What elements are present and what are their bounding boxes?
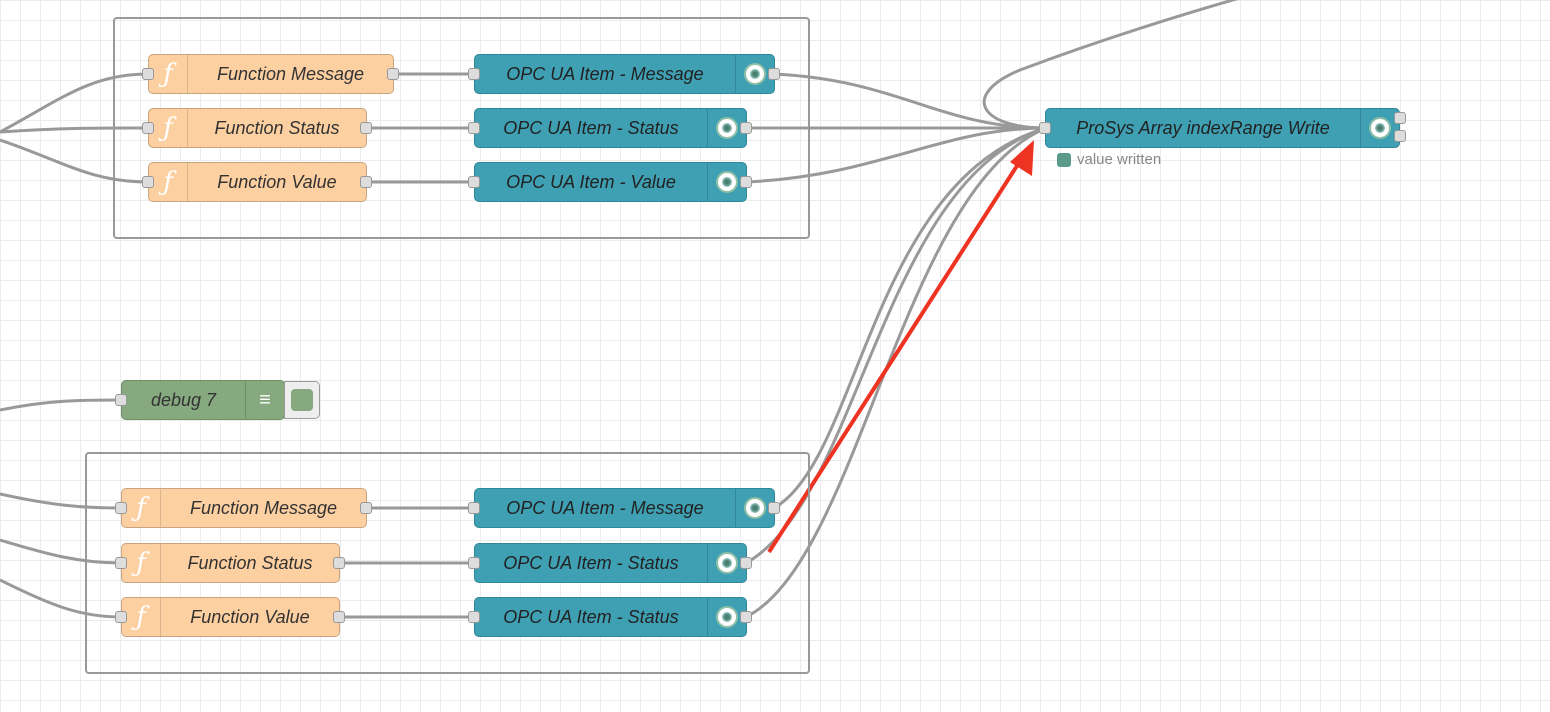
prosys-write-node[interactable]: ProSys Array indexRange Write xyxy=(1045,108,1400,148)
input-port[interactable] xyxy=(468,557,480,569)
input-port[interactable] xyxy=(115,502,127,514)
node-label: Function Message xyxy=(189,497,338,518)
node-label: Function Status xyxy=(214,117,340,138)
opcua-icon xyxy=(707,109,746,147)
node-label: debug 7 xyxy=(150,389,217,410)
output-port[interactable] xyxy=(360,176,372,188)
status-dot xyxy=(1057,152,1071,167)
debug-node[interactable]: debug 7 ≡ xyxy=(121,380,285,420)
opc-item-node-status[interactable]: OPC UA Item - Status xyxy=(474,543,747,583)
node-status: value written xyxy=(1057,151,1161,168)
node-label: OPC UA Item - Status xyxy=(503,117,679,138)
output-port[interactable] xyxy=(740,557,752,569)
node-label: OPC UA Item - Message xyxy=(506,63,704,84)
debug-toggle-button[interactable] xyxy=(284,381,320,419)
input-port[interactable] xyxy=(115,394,127,406)
output-port[interactable] xyxy=(740,611,752,623)
opc-item-node-message[interactable]: OPC UA Item - Message xyxy=(474,488,775,528)
function-node-status[interactable]: ƒ Function Status xyxy=(148,108,367,148)
function-icon: ƒ xyxy=(149,109,188,147)
opcua-icon xyxy=(707,163,746,201)
list-icon: ≡ xyxy=(245,381,284,419)
annotation-arrow xyxy=(767,140,1034,554)
input-port[interactable] xyxy=(468,68,480,80)
input-port[interactable] xyxy=(468,611,480,623)
group-bottom xyxy=(85,452,810,674)
function-icon: ƒ xyxy=(149,55,188,93)
function-icon: ƒ xyxy=(149,163,188,201)
output-port[interactable] xyxy=(360,122,372,134)
output-port[interactable] xyxy=(333,611,345,623)
input-port[interactable] xyxy=(1039,122,1051,134)
opcua-icon xyxy=(1360,109,1399,147)
output-port[interactable] xyxy=(768,502,780,514)
function-icon: ƒ xyxy=(122,489,161,527)
input-port[interactable] xyxy=(115,611,127,623)
function-node-status[interactable]: ƒ Function Status xyxy=(121,543,340,583)
input-port[interactable] xyxy=(142,68,154,80)
group-top xyxy=(113,17,810,239)
output-port-2[interactable] xyxy=(1394,130,1406,142)
opc-item-node-status-2[interactable]: OPC UA Item - Status xyxy=(474,597,747,637)
node-label: OPC UA Item - Status xyxy=(503,552,679,573)
function-icon: ƒ xyxy=(122,544,161,582)
function-node-message[interactable]: ƒ Function Message xyxy=(148,54,394,94)
node-label: Function Value xyxy=(217,171,337,192)
opc-item-node-value[interactable]: OPC UA Item - Value xyxy=(474,162,747,202)
input-port[interactable] xyxy=(468,122,480,134)
opc-item-node-status[interactable]: OPC UA Item - Status xyxy=(474,108,747,148)
input-port[interactable] xyxy=(468,502,480,514)
output-port-1[interactable] xyxy=(1394,112,1406,124)
input-port[interactable] xyxy=(142,122,154,134)
function-node-value[interactable]: ƒ Function Value xyxy=(121,597,340,637)
function-node-value[interactable]: ƒ Function Value xyxy=(148,162,367,202)
output-port[interactable] xyxy=(740,176,752,188)
output-port[interactable] xyxy=(768,68,780,80)
opcua-icon xyxy=(707,544,746,582)
opcua-icon xyxy=(707,598,746,636)
input-port[interactable] xyxy=(468,176,480,188)
opcua-icon xyxy=(735,55,774,93)
node-label: Function Value xyxy=(190,606,310,627)
function-icon: ƒ xyxy=(122,598,161,636)
node-label: Function Status xyxy=(187,552,313,573)
opcua-icon xyxy=(735,489,774,527)
output-port[interactable] xyxy=(360,502,372,514)
node-label: OPC UA Item - Message xyxy=(506,497,704,518)
output-port[interactable] xyxy=(740,122,752,134)
opc-item-node-message[interactable]: OPC UA Item - Message xyxy=(474,54,775,94)
node-label: OPC UA Item - Value xyxy=(506,171,676,192)
node-label: ProSys Array indexRange Write xyxy=(1076,117,1330,138)
node-label: OPC UA Item - Status xyxy=(503,606,679,627)
status-text: value written xyxy=(1077,151,1162,168)
node-label: Function Message xyxy=(216,63,365,84)
output-port[interactable] xyxy=(333,557,345,569)
input-port[interactable] xyxy=(115,557,127,569)
output-port[interactable] xyxy=(387,68,399,80)
input-port[interactable] xyxy=(142,176,154,188)
function-node-message[interactable]: ƒ Function Message xyxy=(121,488,367,528)
